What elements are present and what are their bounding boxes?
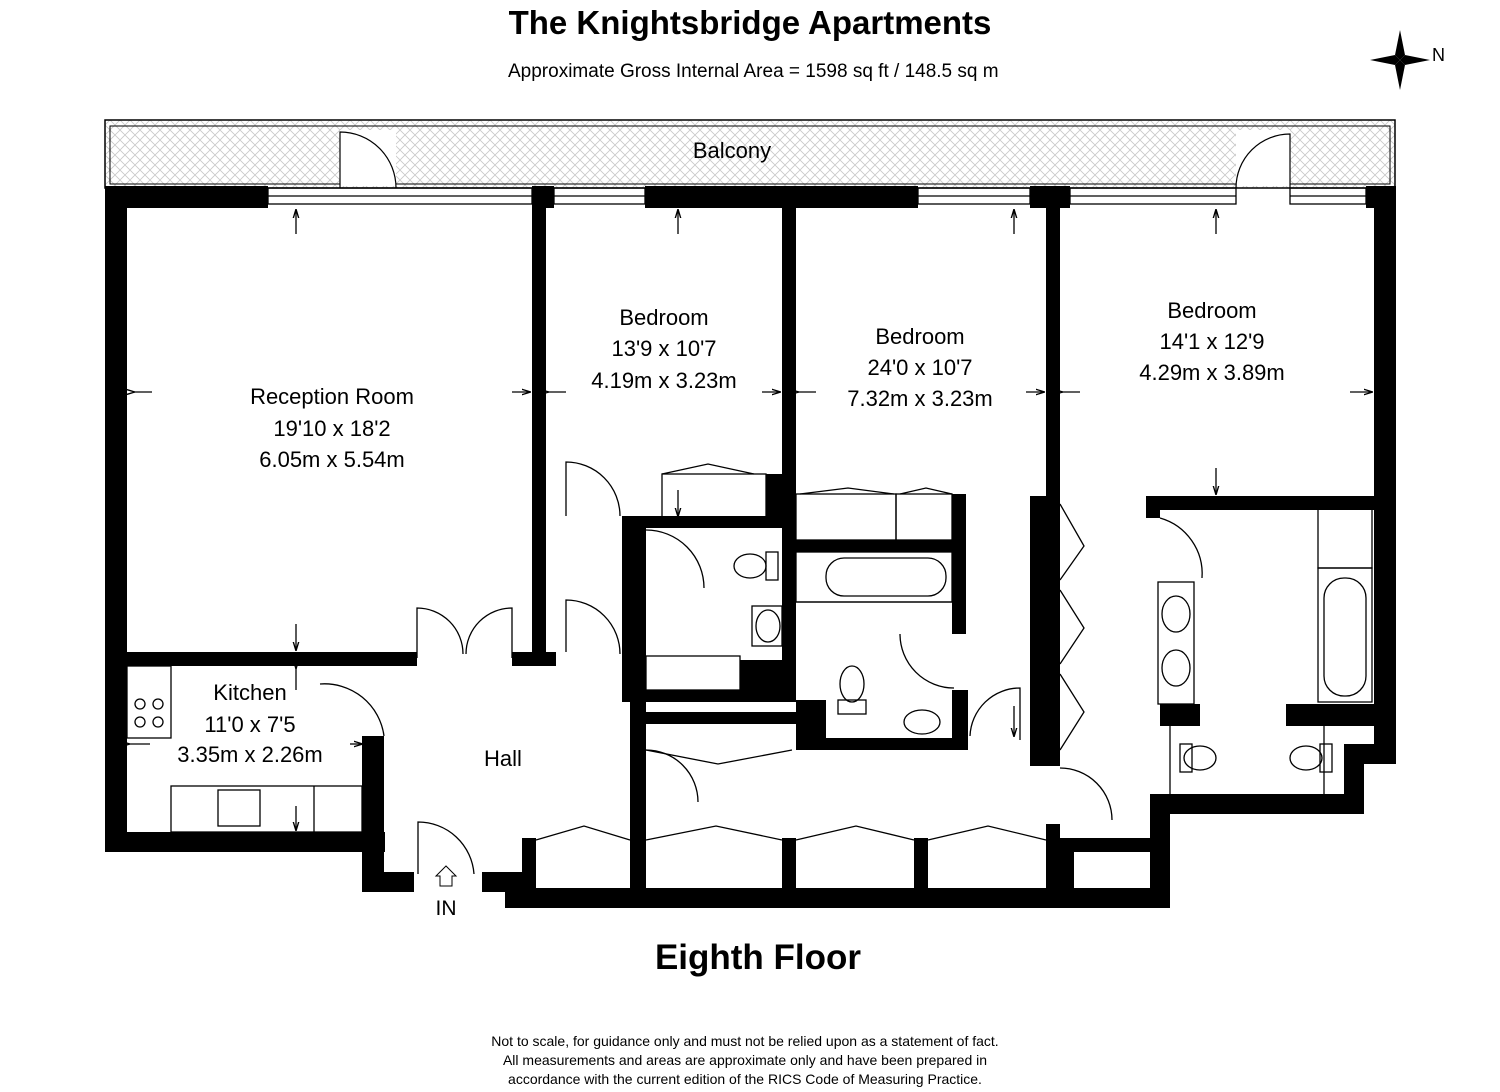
disclaimer: Not to scale, for guidance only and must… <box>0 1032 1490 1089</box>
bedroom1-metric: 4.19m x 3.23m <box>591 368 737 393</box>
disclaimer-line-3: accordance with the current edition of t… <box>508 1071 982 1087</box>
reception-name: Reception Room <box>250 384 414 409</box>
bedroom2-metric: 7.32m x 3.23m <box>847 386 993 411</box>
disclaimer-line-1: Not to scale, for guidance only and must… <box>491 1033 999 1049</box>
bedroom3-name: Bedroom <box>1167 298 1256 323</box>
bedroom1-name: Bedroom <box>619 305 708 330</box>
floor-label: Eighth Floor <box>654 938 862 977</box>
bedroom1-imperial: 13'9 x 10'7 <box>611 336 716 361</box>
compass-rose-icon <box>1370 30 1430 90</box>
entrance-arrow-icon <box>434 865 458 887</box>
disclaimer-line-2: All measurements and areas are approxima… <box>502 1052 988 1068</box>
balcony-area <box>104 119 1396 189</box>
area-subtitle: Approximate Gross Internal Area = 1598 s… <box>508 61 999 82</box>
page-title: The Knightsbridge Apartments <box>508 4 992 41</box>
bedroom3-imperial: 14'1 x 12'9 <box>1159 329 1264 354</box>
balcony-label: Balcony <box>693 138 771 163</box>
entrance-label: IN <box>436 897 457 920</box>
reception-imperial: 19'10 x 18'2 <box>273 416 390 441</box>
kitchen-name: Kitchen <box>213 680 286 705</box>
kitchen-metric: 3.35m x 2.26m <box>177 742 323 767</box>
bedroom2-imperial: 24'0 x 10'7 <box>867 355 972 380</box>
hall-label: Hall <box>484 746 522 771</box>
bedroom3-metric: 4.29m x 3.89m <box>1139 360 1285 385</box>
kitchen-imperial: 11'0 x 7'5 <box>204 712 295 737</box>
fixtures <box>127 187 1372 875</box>
bedroom2-name: Bedroom <box>875 324 964 349</box>
compass-north-label: N <box>1432 45 1445 65</box>
walls <box>105 186 1396 908</box>
reception-metric: 6.05m x 5.54m <box>259 447 405 472</box>
